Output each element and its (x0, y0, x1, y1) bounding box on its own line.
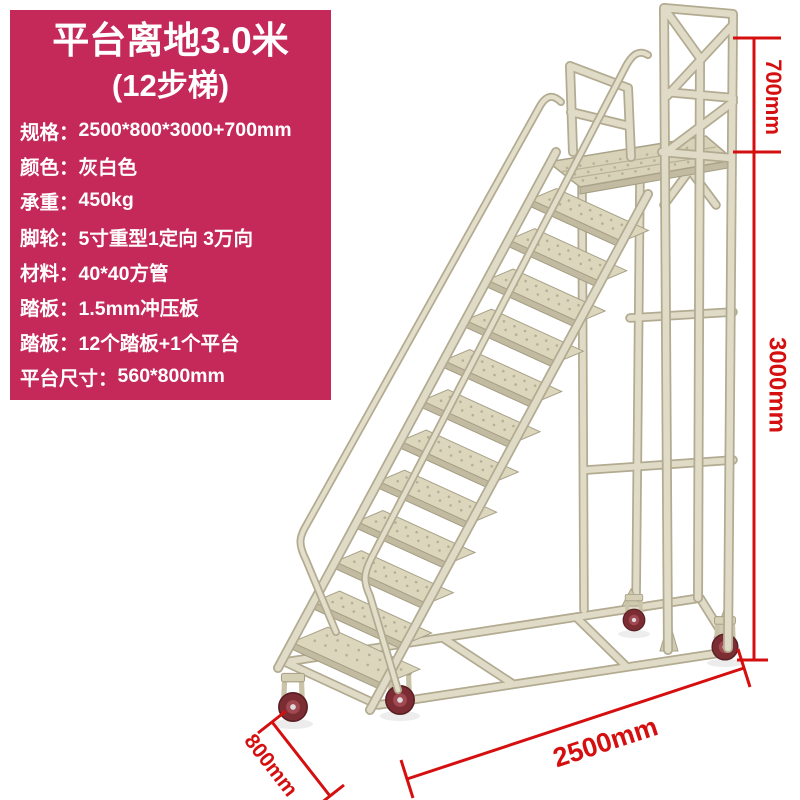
dimension-label-700mm: 700mm (761, 59, 786, 135)
spec-row-material: 材料：40*40方管 (20, 262, 169, 285)
spec-row-casters: 脚轮：5寸重型1定向 3万向 (20, 227, 253, 250)
spec-row-tread-count: 踏板：12个踏板+1个平台 (20, 333, 240, 356)
spec-panel: 平台离地3.0米 (12步梯) 规格：2500*800*3000+700mm 颜… (10, 10, 331, 400)
spec-row-load: 承重：450kg (20, 189, 134, 215)
dimension-lines (257, 36, 781, 800)
dimension-label-800mm: 800mm (239, 730, 302, 800)
stringers-and-guards (273, 3, 738, 715)
handrails (300, 53, 652, 694)
spec-row-platform-size: 平台尺寸：560*800mm (20, 365, 225, 391)
spec-list: 规格：2500*800*3000+700mm 颜色：灰白色 承重：450kg 脚… (10, 113, 331, 395)
spec-row-color: 颜色：灰白色 (20, 157, 138, 180)
caster-rear-left (623, 594, 645, 630)
dimension-label-3000mm: 3000mm (764, 337, 791, 433)
panel-title: 平台离地3.0米 (52, 20, 289, 61)
ground-shadows (273, 630, 743, 729)
dimension-label-2500mm: 2500mm (549, 711, 661, 773)
spec-row-size: 规格：2500*800*3000+700mm (20, 119, 292, 145)
panel-subtitle: (12步梯) (111, 68, 230, 103)
spec-row-tread-plate: 踏板：1.5mm冲压板 (20, 298, 199, 321)
